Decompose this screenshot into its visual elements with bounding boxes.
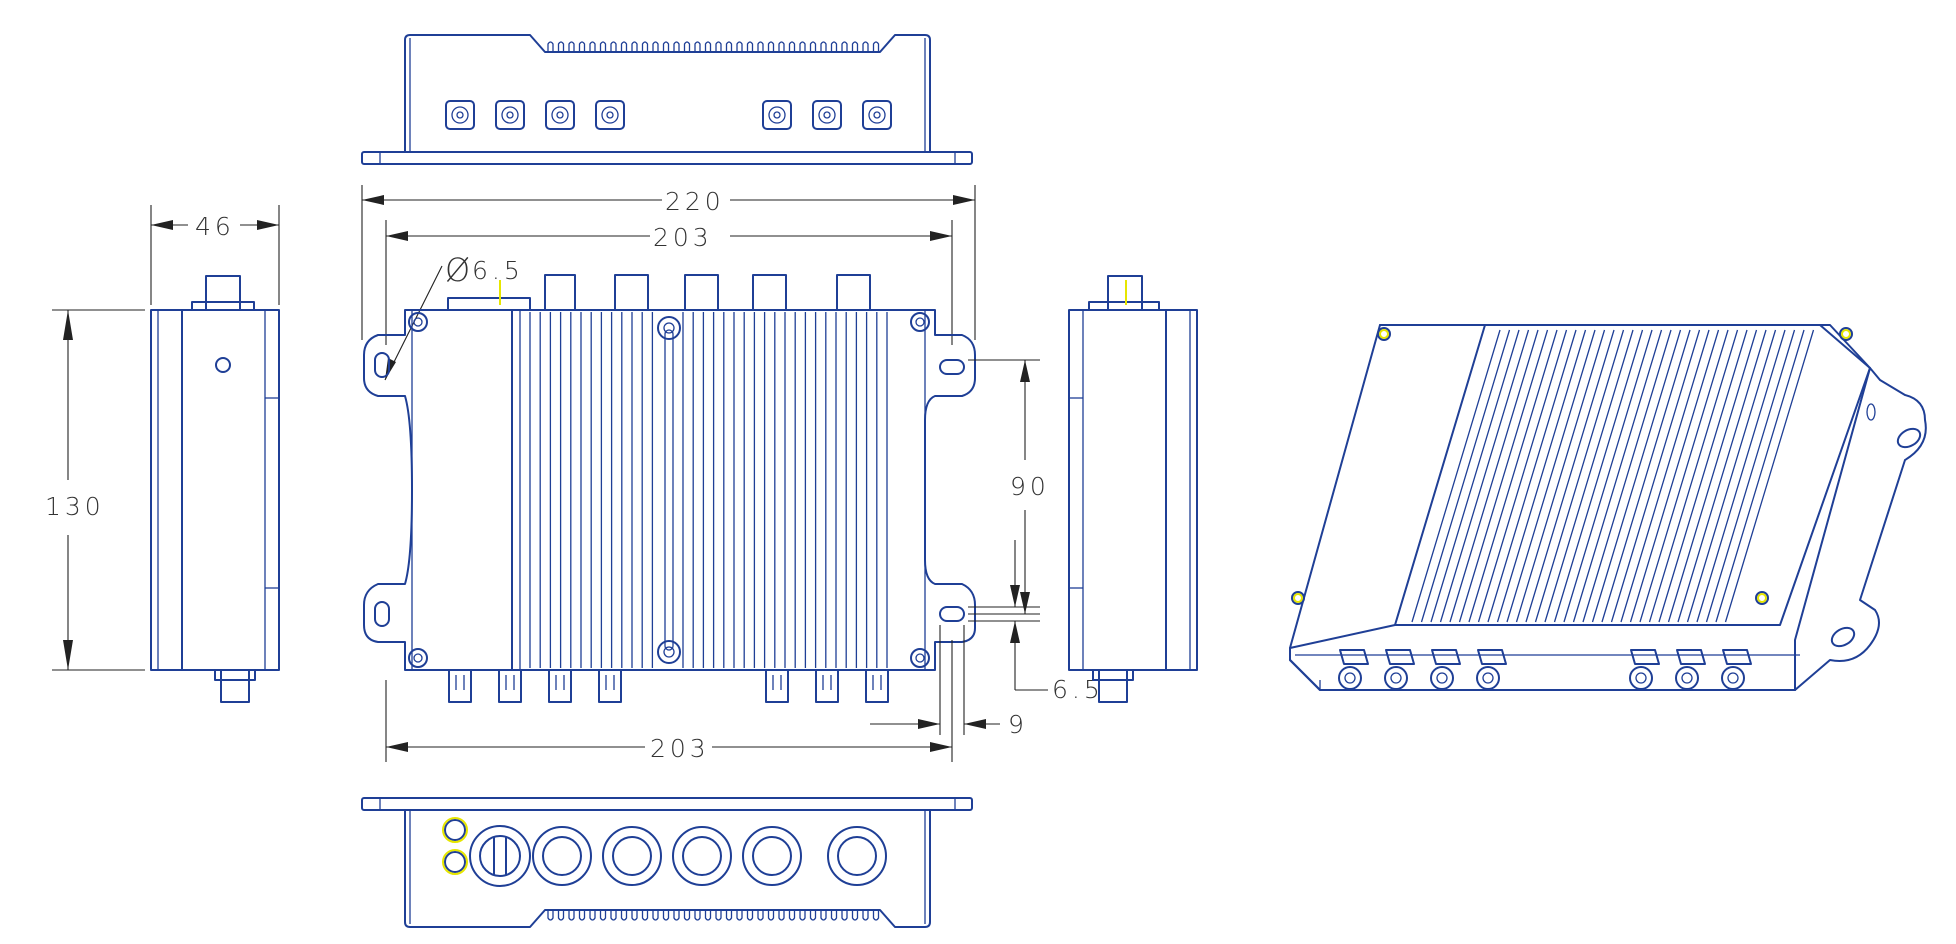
top-connectors [445,100,892,130]
front-view [363,274,976,703]
bottom-connectors [448,669,889,703]
top-view [361,34,973,165]
dim-220-label: 220 [665,187,725,216]
top-ports [447,274,871,311]
dim-6-5-slot-label: 6.5 [1052,675,1104,704]
dimension-side-depth: 46 [150,205,280,305]
dimension-slot-width: 9 [870,625,1028,739]
isometric-view [1289,324,1927,691]
dimension-side-height: 130 [45,309,145,671]
dimension-mount-spacing: 90 [968,359,1050,615]
dim-90-label: 90 [1010,472,1050,501]
iso-screws [1291,327,1853,605]
bottom-view [361,797,973,928]
diameter-symbol: Ø [445,251,470,289]
dim-6-5-hole-label: 6.5 [472,256,524,285]
mounting-holes [374,352,965,627]
right-side-view [1068,275,1198,703]
dimension-slot-height: 6.5 [968,540,1104,704]
front-screws [408,312,930,668]
iso-connectors [1338,649,1752,690]
dim-203-top-label: 203 [653,223,713,252]
dimension-overall-width: 220 [361,185,976,340]
dim-203-bottom-label: 203 [650,734,710,763]
dimension-mount-width-top: 203 [385,220,953,345]
dim-46-label: 46 [195,212,235,241]
left-side-view [150,275,280,703]
bottom-cable-glands [442,817,887,887]
dim-9-label: 9 [1008,710,1028,739]
dimension-mount-width-bottom: 203 [385,640,953,763]
dim-130-label: 130 [45,492,105,521]
